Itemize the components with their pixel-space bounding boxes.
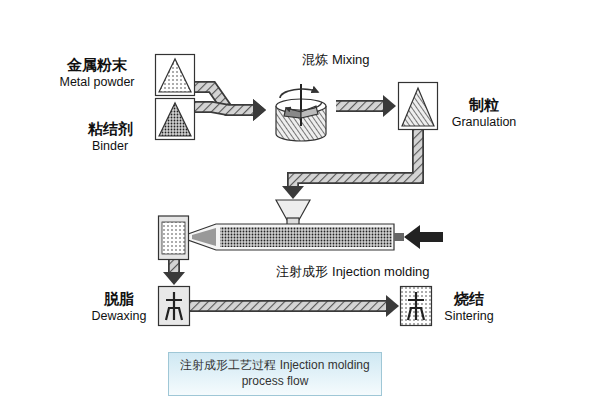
connectors — [163, 87, 418, 317]
arrow-head — [282, 186, 304, 199]
node-illustration — [400, 286, 432, 326]
node-illustration — [268, 82, 334, 142]
sintering-box: 烧结 Sintering — [400, 286, 432, 326]
arrow-head — [383, 95, 396, 117]
arrow-outline — [195, 87, 253, 110]
flow-arrow — [336, 95, 396, 117]
node-illustration — [398, 82, 438, 130]
arrow-body — [336, 102, 383, 111]
arrow-head — [253, 99, 266, 121]
arrow-head — [386, 295, 399, 317]
mixer-vessel: 混炼 Mixing — [268, 82, 334, 142]
flow-arrow — [190, 295, 399, 317]
flow-arrow — [195, 99, 266, 121]
dewaxing-box: 脱脂 Dewaxing — [158, 286, 190, 326]
arrow-outline — [168, 260, 180, 272]
granulation-box: 制粒 Granulation — [398, 82, 438, 130]
arrow-body — [195, 87, 253, 110]
arrow-body — [190, 302, 386, 311]
arrow-body — [170, 260, 179, 272]
arrow-outline — [195, 107, 253, 110]
arrow-outline — [190, 300, 386, 312]
flow-arrow — [163, 260, 185, 285]
node-label: 粘结剂 Binder — [77, 120, 143, 154]
flow-arrow — [195, 87, 266, 121]
node-label: 制粒 Granulation — [444, 96, 524, 130]
injection-machine: 注射成形 Injection molding — [158, 200, 444, 260]
node-illustration — [155, 98, 195, 140]
node-label: 金属粉末 Metal powder — [47, 56, 147, 90]
arrow-body — [195, 107, 253, 110]
arrow-head — [163, 272, 185, 285]
node-label: 烧结 Sintering — [438, 290, 500, 324]
powder-box: 金属粉末 Metal powder — [155, 54, 195, 96]
binder-box: 粘结剂 Binder — [155, 98, 195, 140]
caption: 注射成形工艺过程 Injection molding process flow — [175, 358, 375, 389]
caption-box: 注射成形工艺过程 Injection molding process flow — [168, 352, 382, 396]
node-label: 混炼 Mixing — [276, 52, 396, 68]
node-label: 注射成形 Injection molding — [258, 264, 448, 280]
arrow-outline — [336, 100, 383, 112]
node-illustration — [155, 54, 195, 96]
node-illustration — [158, 286, 190, 326]
arrow-head — [253, 99, 266, 121]
node-label: 脱脂 Dewaxing — [88, 290, 150, 324]
node-illustration — [158, 200, 444, 260]
